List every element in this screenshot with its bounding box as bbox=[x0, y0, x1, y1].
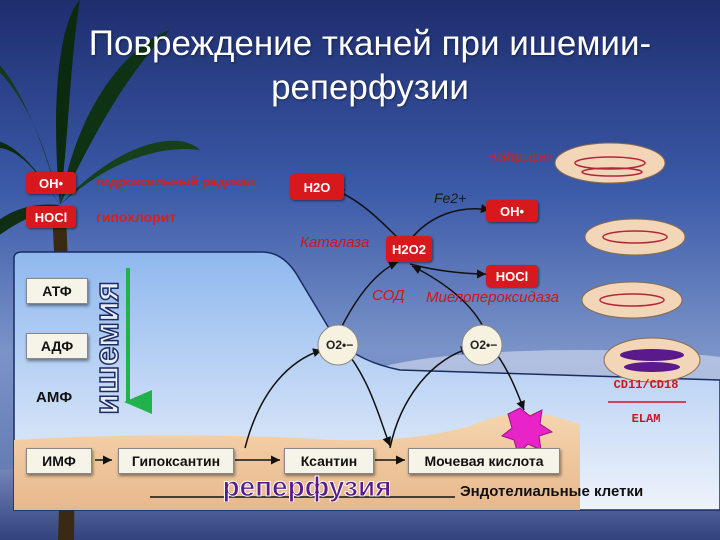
water-box: H2O bbox=[290, 174, 344, 200]
h2o2-text: H2O2 bbox=[392, 241, 426, 257]
adp-box: АДФ bbox=[26, 333, 88, 359]
endothelial-label: Эндотелиальные клетки bbox=[460, 483, 644, 500]
superoxide-left-label: O2•− bbox=[326, 338, 354, 352]
amp-label: АМФ bbox=[36, 389, 73, 406]
ferrous-label: Fe2+ bbox=[434, 190, 467, 206]
hypoxanthine-box: Гипоксантин bbox=[118, 448, 234, 474]
hocl-legend-text: гипохлорит bbox=[96, 209, 177, 225]
reperfusion-text: реперфузия bbox=[222, 471, 391, 502]
title-line-1: Повреждение тканей при ишемии- bbox=[88, 24, 652, 63]
hocl-right-box: HOCl bbox=[486, 265, 538, 287]
oh-legend-box: OH• bbox=[26, 172, 76, 194]
xanthine-box: Ксантин bbox=[284, 448, 374, 474]
ischemia-text: ишемия bbox=[88, 281, 126, 415]
oh-legend-text: гидроксильный радикал bbox=[96, 174, 256, 189]
page-title: Повреждение тканей при ишемии- реперфузи… bbox=[60, 22, 680, 110]
hocl-legend-box: HOCl bbox=[26, 206, 76, 228]
catalase-label: Каталаза bbox=[300, 234, 370, 251]
title-line-2: реперфузии bbox=[271, 68, 469, 107]
imp-box: ИМФ bbox=[26, 448, 92, 474]
neutrophil-label: Нейтрофил bbox=[488, 150, 553, 164]
atp-box: АТФ bbox=[26, 278, 88, 304]
uric-acid-box: Мочевая кислота bbox=[408, 448, 560, 474]
myeloperoxidase-label: Миелопероксидаза bbox=[426, 289, 559, 306]
cd11-label: CD11/CD18 bbox=[613, 378, 679, 392]
ischemia-label: ишемия bbox=[87, 280, 127, 415]
superoxide-circle-left bbox=[317, 324, 359, 366]
elam-label: ELAM bbox=[631, 412, 661, 426]
burst-shape bbox=[500, 407, 554, 455]
h2o2-box: H2O2 bbox=[386, 236, 432, 262]
oh-right-box: OH• bbox=[486, 200, 538, 222]
sod-label: СОД bbox=[372, 287, 405, 304]
reperfusion-label: реперфузия bbox=[222, 471, 392, 503]
superoxide-circle-right bbox=[461, 324, 503, 366]
superoxide-right-label: O2•− bbox=[470, 338, 498, 352]
neutrophil-cells bbox=[554, 142, 701, 383]
water-text: H2O bbox=[303, 179, 331, 195]
